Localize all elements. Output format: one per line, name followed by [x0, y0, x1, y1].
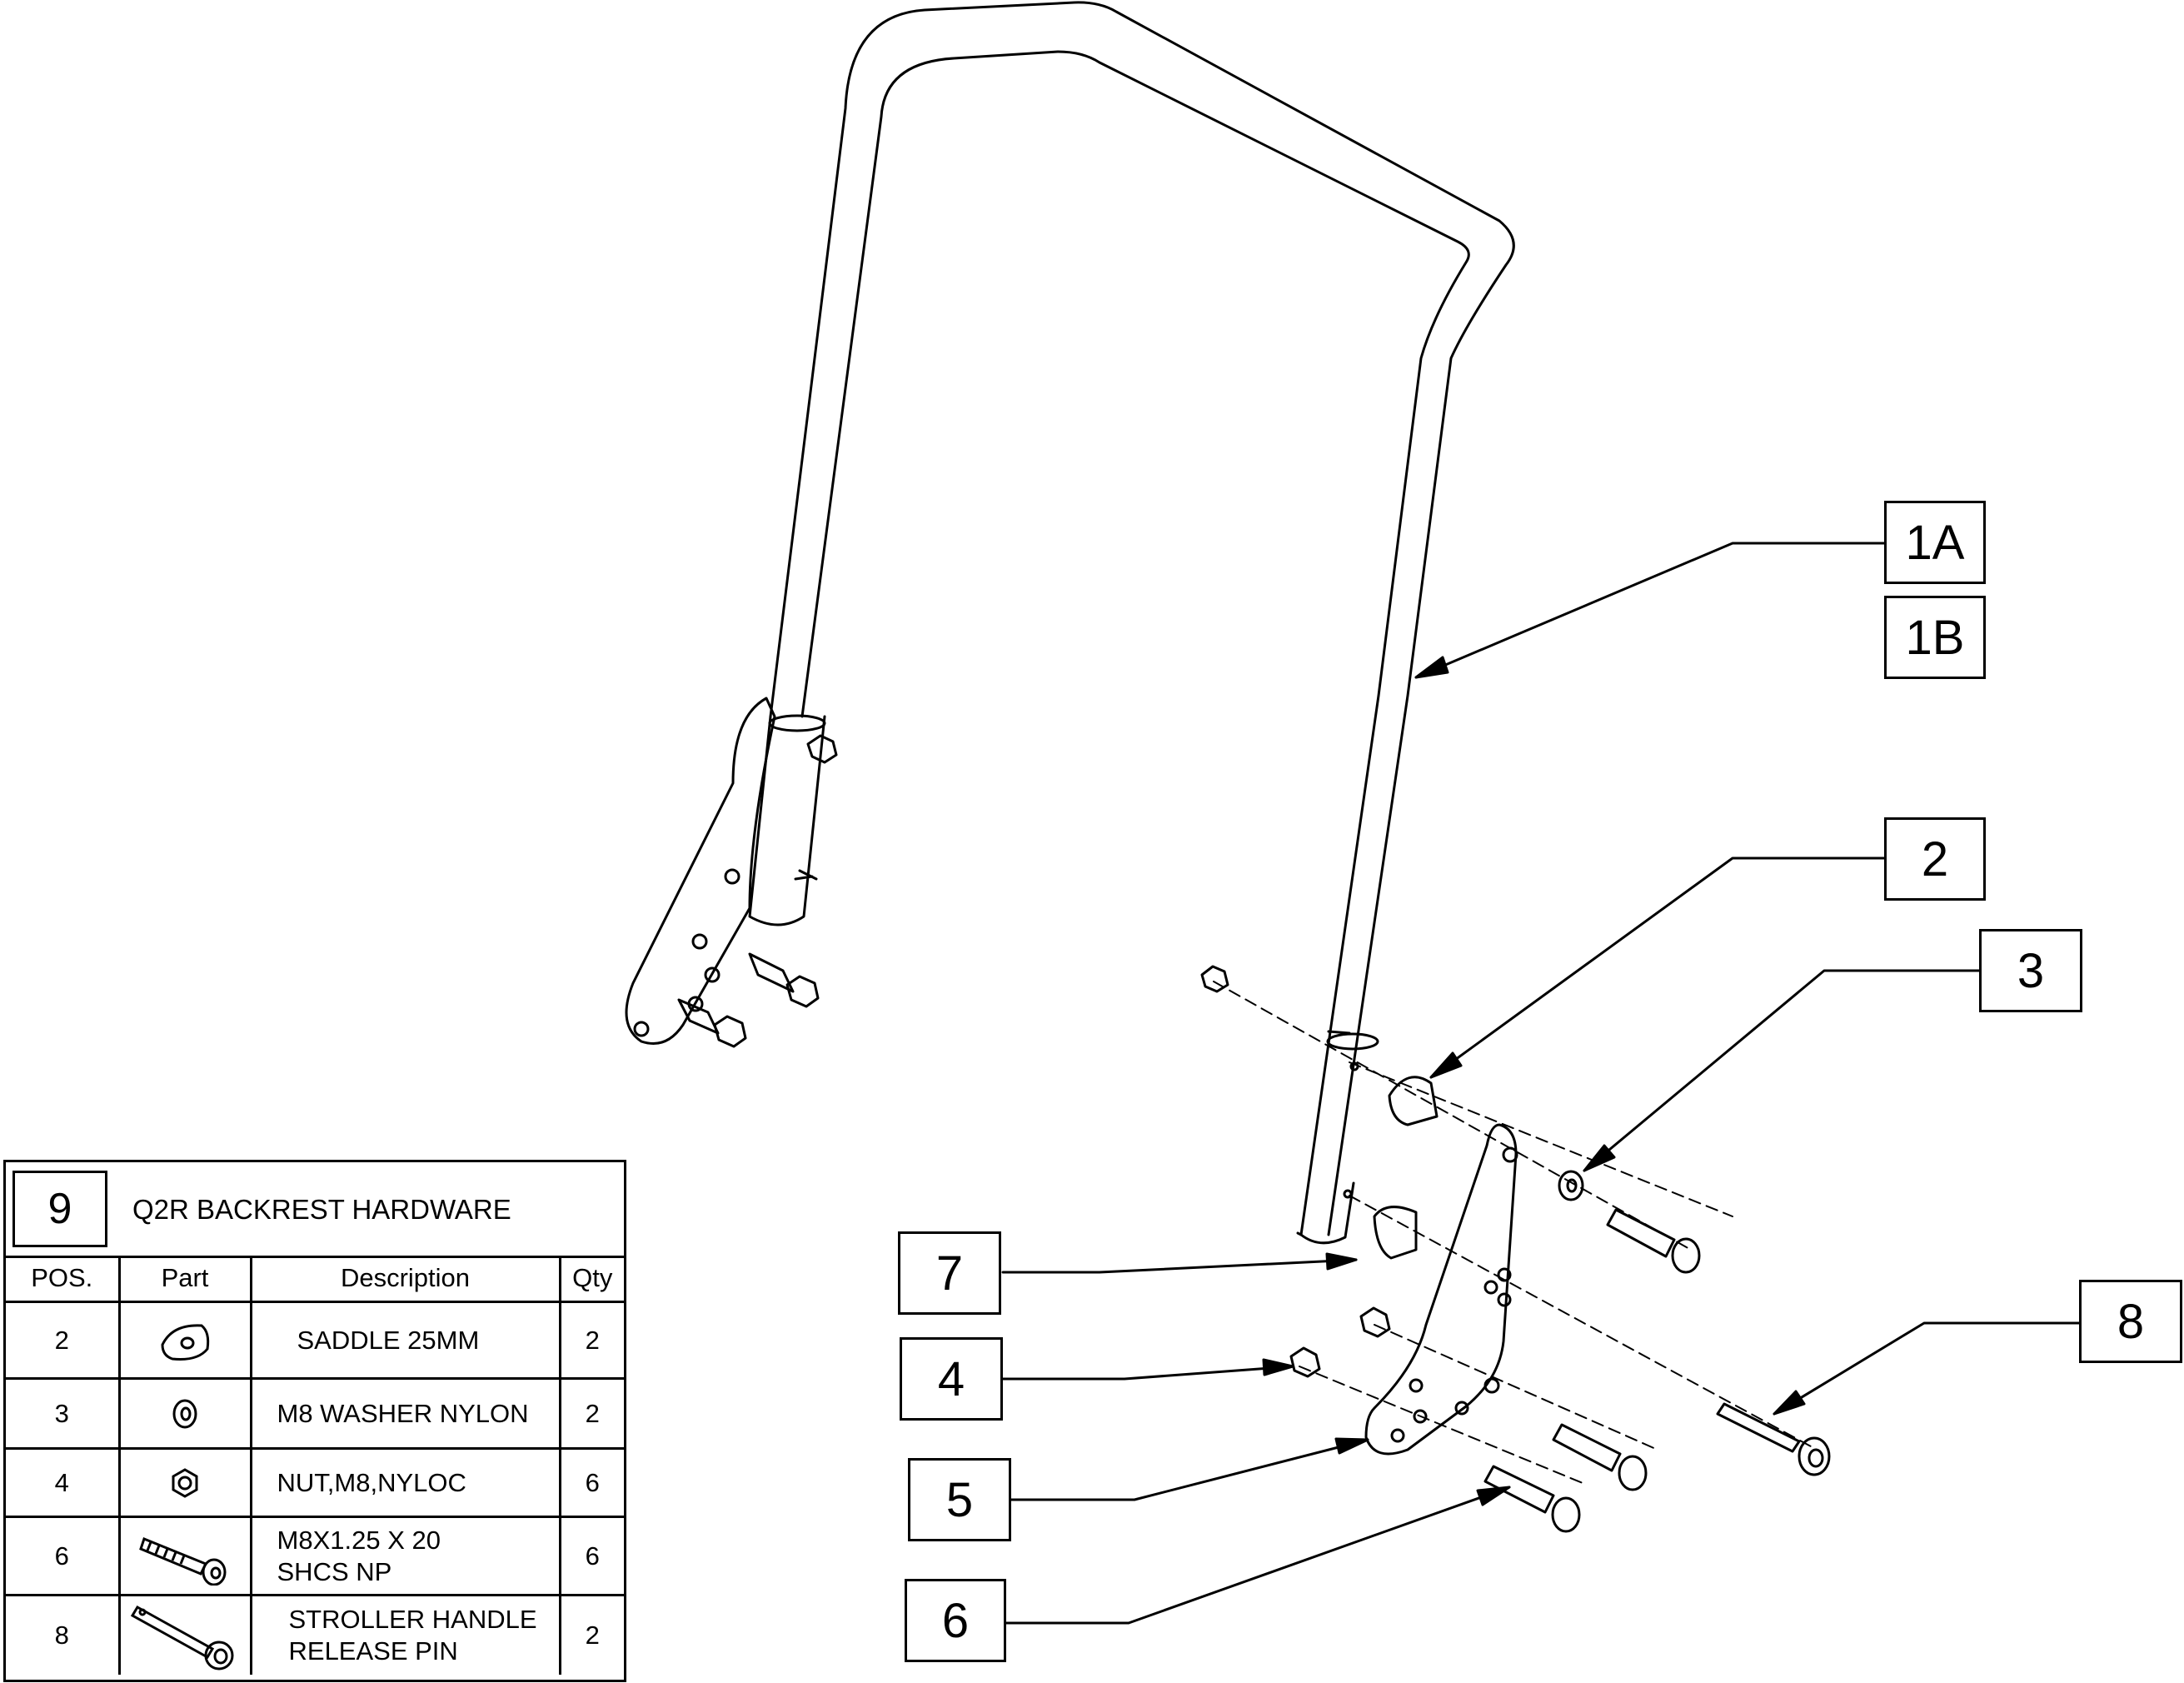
- header-qty: Qty: [558, 1256, 624, 1303]
- release-pin-icon: [117, 1594, 252, 1675]
- left-tube-lower: [748, 715, 826, 926]
- kit-number-box: 9: [12, 1171, 107, 1247]
- row-qty: 2: [558, 1594, 624, 1675]
- description-line: STROLLER HANDLE: [288, 1604, 537, 1634]
- row-description: NUT,M8,NYLOC: [249, 1447, 561, 1518]
- callout-6: 6: [905, 1579, 1006, 1662]
- row-pos: 3: [6, 1377, 121, 1450]
- header-pos: POS.: [6, 1256, 121, 1303]
- row-qty: 6: [558, 1516, 624, 1596]
- description-line: M8X1.25 X 20: [277, 1525, 441, 1555]
- header-part: Part: [117, 1256, 252, 1303]
- nut-icon: [117, 1447, 252, 1518]
- bom-row: 3 M8 WASHER NYLON 2: [6, 1377, 624, 1450]
- bom-row: 6 M8X1.25 X 20 SHCS NP 6: [6, 1516, 624, 1596]
- bom-row: 8 STROLLER HANDLE RELEASE PIN 2: [6, 1594, 624, 1675]
- saddle-7: [1373, 1206, 1418, 1260]
- callout-7: 7: [898, 1231, 1001, 1315]
- saddle-icon: [117, 1301, 252, 1380]
- callout-2: 2: [1884, 817, 1986, 901]
- bom-row: 4 NUT,M8,NYLOC 6: [6, 1447, 624, 1518]
- bom-table-block: 9 Q2R BACKREST HARDWARE POS. Part Descri…: [3, 1160, 626, 1682]
- callout-3: 3: [1979, 929, 2082, 1012]
- washer-icon: [117, 1377, 252, 1450]
- row-pos: 2: [6, 1301, 121, 1380]
- row-qty: 2: [558, 1301, 624, 1380]
- row-description: STROLLER HANDLE RELEASE PIN: [249, 1594, 561, 1675]
- right-tube-collar: [1326, 1032, 1379, 1051]
- row-description: SADDLE 25MM: [249, 1301, 561, 1380]
- handle-tube-outer: [769, 1, 1515, 1236]
- row-pos: 8: [6, 1594, 121, 1675]
- row-qty: 6: [558, 1447, 624, 1518]
- bom-title-row: 9 Q2R BACKREST HARDWARE: [6, 1162, 624, 1258]
- callout-1b: 1B: [1884, 596, 1986, 679]
- right-mounting-plate: [1364, 1123, 1518, 1456]
- screw-icon: [117, 1516, 252, 1596]
- row-qty: 2: [558, 1377, 624, 1450]
- description-line: SHCS NP: [277, 1556, 392, 1586]
- saddle-2: [1388, 1076, 1439, 1126]
- row-description: M8X1.25 X 20 SHCS NP: [249, 1516, 561, 1596]
- callout-8: 8: [2079, 1280, 2182, 1363]
- kit-title: Q2R BACKREST HARDWARE: [132, 1194, 511, 1225]
- bom-row: 2 SADDLE 25MM 2: [6, 1301, 624, 1380]
- row-description: M8 WASHER NYLON: [249, 1377, 561, 1450]
- description-line: RELEASE PIN: [288, 1636, 458, 1666]
- bom-header-row: POS. Part Description Qty: [6, 1256, 624, 1303]
- left-mounting-plate: [625, 697, 776, 1045]
- callout-5: 5: [908, 1458, 1011, 1541]
- row-pos: 4: [6, 1447, 121, 1518]
- handle-tube-inner: [800, 50, 1470, 1236]
- left-tube-collar: [768, 714, 826, 732]
- row-pos: 6: [6, 1516, 121, 1596]
- callout-4: 4: [900, 1337, 1003, 1421]
- bom-table: POS. Part Description Qty 2 SADDLE 25MM …: [6, 1256, 624, 1675]
- callout-1a: 1A: [1884, 501, 1986, 584]
- header-description: Description: [249, 1256, 561, 1303]
